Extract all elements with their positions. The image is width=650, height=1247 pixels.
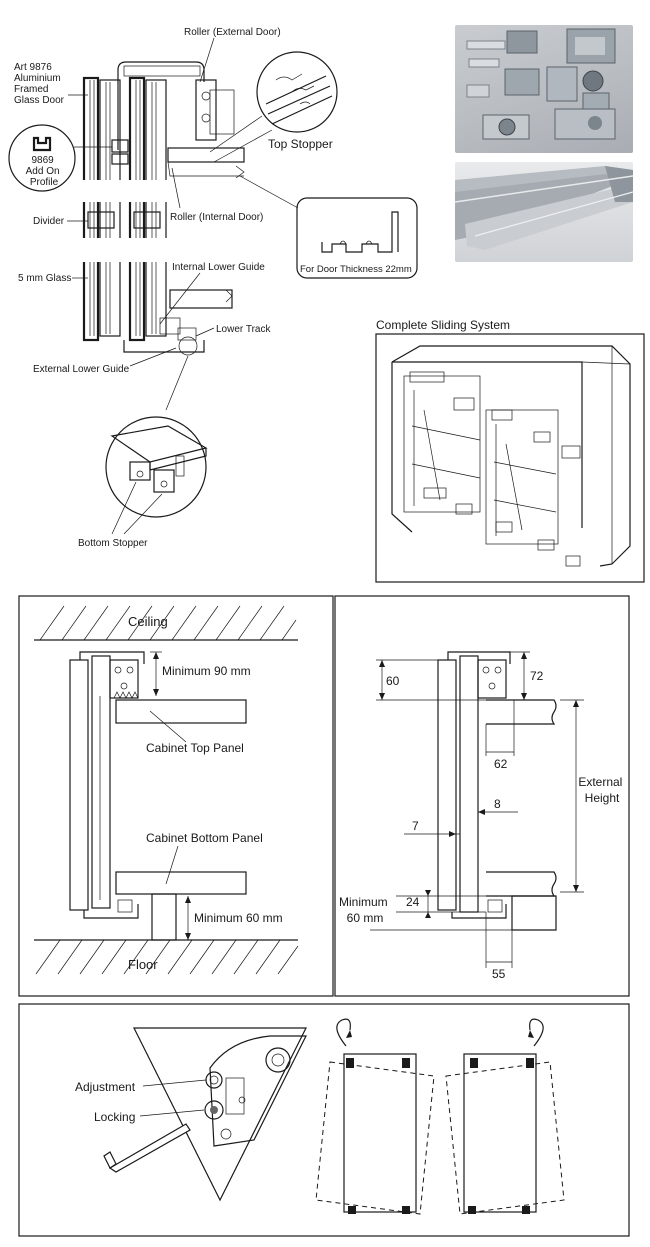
top-stopper-detail: [209, 51, 338, 163]
lower-track-label: Lower Track: [216, 324, 271, 335]
art-label-line: Glass Door: [14, 95, 65, 106]
dim-62: 62: [494, 757, 508, 771]
dim-7: 7: [412, 819, 419, 833]
roller-external-label: Roller (External Door): [184, 27, 281, 38]
cabinet-bottom-panel: [115, 871, 247, 895]
door-adjust-left: [315, 1018, 435, 1215]
profile-photo: [455, 162, 633, 262]
hardware-photo-art: [466, 28, 616, 140]
adjustment-detail: [133, 1027, 307, 1202]
cabinet-illustration: [391, 345, 631, 567]
cabinet-top-label: Cabinet Top Panel: [146, 741, 244, 755]
section-side-view: [69, 651, 145, 919]
door-thickness-box: [239, 175, 418, 279]
ceiling-label: Ceiling: [128, 614, 168, 629]
dim-24: 24: [406, 895, 420, 909]
dimensioned-section: [437, 651, 557, 931]
complete-system-title: Complete Sliding System: [376, 318, 510, 332]
middle-right-frame: [334, 595, 630, 997]
bottom-stopper-label: Bottom Stopper: [78, 538, 148, 549]
dim-72: 72: [530, 669, 544, 683]
min-60-label: Minimum 60 mm: [194, 911, 283, 925]
door-section-drawing: [80, 61, 245, 356]
add-on-profile-callout: [8, 124, 76, 192]
floor-hatch: [34, 939, 299, 975]
bottom-frame: [18, 1003, 630, 1237]
external-door-profile: [82, 76, 121, 342]
allen-key: [103, 1123, 191, 1173]
art-label-line: Aluminium: [14, 73, 61, 84]
dim-8: 8: [494, 797, 501, 811]
hardware-photo: [455, 25, 633, 153]
add-on-profile-label: 9869 Add On Profile: [26, 155, 63, 188]
profile-photo-art: [455, 166, 633, 250]
roller-internal-label: Roller (Internal Door): [170, 212, 263, 223]
divider-profile: [83, 204, 167, 236]
complete-system-frame: [375, 333, 645, 583]
cabinet-leg: [151, 893, 177, 941]
min-90-label: Minimum 90 mm: [162, 664, 251, 678]
dim-60: 60: [386, 674, 400, 688]
external-lower-guide-label: External Lower Guide: [33, 364, 130, 375]
ceiling-hatch: [34, 605, 298, 641]
internal-lower-guide-label: Internal Lower Guide: [172, 262, 265, 273]
min-60-right-label: Minimum 60 mm: [339, 895, 391, 925]
external-height-label: External Height: [578, 775, 625, 805]
door-thickness-label: For Door Thickness 22mm: [300, 264, 412, 275]
cabinet-top-panel: [115, 699, 247, 724]
glass-label: 5 mm Glass: [18, 273, 71, 284]
adjustment-label: Adjustment: [75, 1080, 136, 1094]
art-label-line: Framed: [14, 84, 48, 95]
art-label: Art 9876 Aluminium Framed Glass Door: [14, 62, 65, 106]
art-label-line: Art 9876: [14, 62, 52, 73]
divider-label: Divider: [33, 216, 65, 227]
dim-55: 55: [492, 967, 506, 981]
locking-label: Locking: [94, 1110, 135, 1124]
floor-label: Floor: [128, 957, 158, 972]
top-stopper-label: Top Stopper: [268, 137, 333, 151]
middle-left-frame: [18, 595, 334, 997]
cabinet-bottom-label: Cabinet Bottom Panel: [146, 831, 263, 845]
door-adjust-right: [445, 1018, 565, 1215]
internal-door-profile: [128, 76, 167, 342]
bottom-stopper-detail: [105, 355, 208, 518]
